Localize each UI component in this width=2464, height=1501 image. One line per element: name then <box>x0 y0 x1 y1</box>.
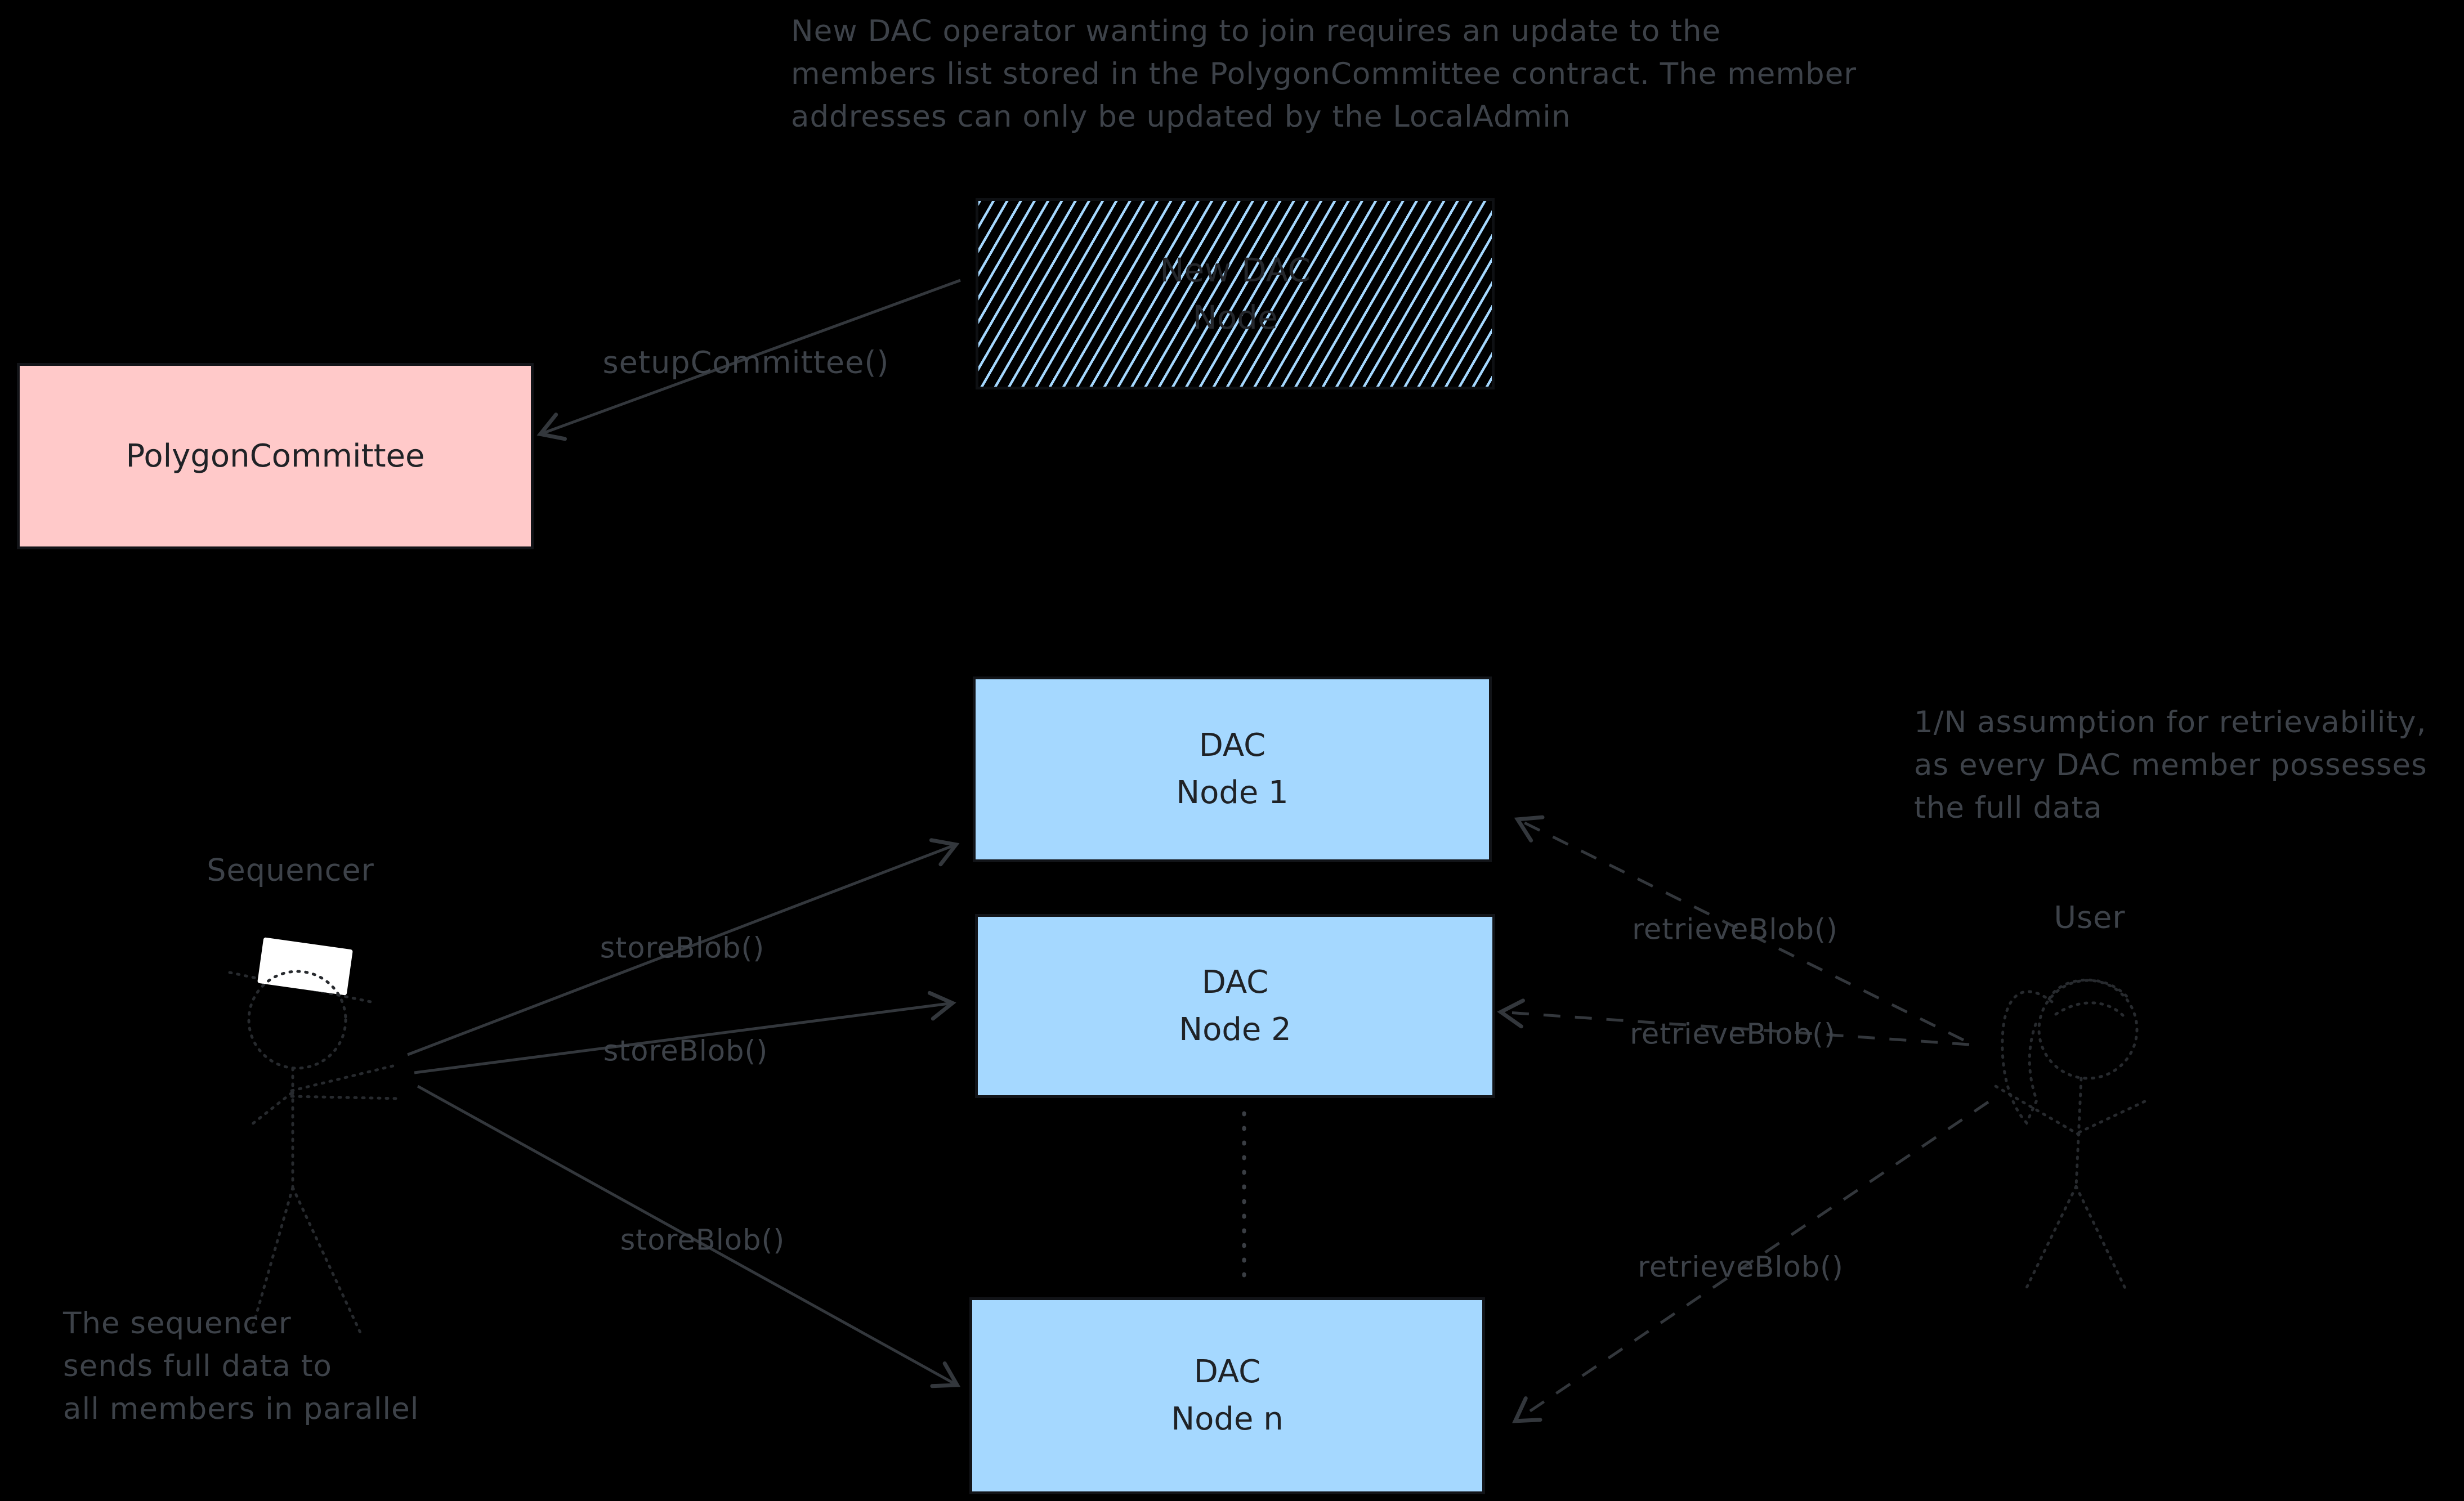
user-ponytail <box>2001 990 2054 1126</box>
retrieve-blob-label-1: retrieveBlob() <box>1632 913 1838 947</box>
retrieve-blob-arrow-1 <box>1514 815 1965 1042</box>
sequencer-hat-brim <box>228 971 378 1005</box>
polygon-committee-box: PolygonCommittee <box>17 363 534 549</box>
store-blob-label-3: storeBlob() <box>620 1224 785 1257</box>
dac-node-1-box: DAC Node 1 <box>973 676 1492 862</box>
top-note: New DAC operator wanting to join require… <box>791 14 1857 134</box>
retrieve-blob-label-3: retrieveBlob() <box>1638 1251 1844 1284</box>
retrieve-blob-label-2: retrieveBlob() <box>1630 1018 1836 1051</box>
sequencer-figure <box>228 937 403 1337</box>
retrieve-blob-arrow-2 <box>1497 998 1970 1046</box>
dac-node-n-box: DAC Node n <box>969 1297 1485 1494</box>
store-blob-arrow-2 <box>414 991 956 1074</box>
store-blob-label-2: storeBlob() <box>603 1034 768 1068</box>
sequencer-label: Sequencer <box>207 852 374 888</box>
user-head <box>2037 979 2139 1080</box>
new-dac-node-box: New DAC Node <box>976 198 1495 389</box>
store-blob-arrow-3 <box>417 1085 961 1388</box>
retrieve-blob-arrow-3 <box>1512 1100 1989 1423</box>
user-figure <box>1994 978 2148 1293</box>
store-blob-label-1: storeBlob() <box>600 931 765 965</box>
setup-committee-label: setupCommittee() <box>602 344 889 380</box>
dac-node-2-box: DAC Node 2 <box>975 914 1495 1098</box>
setup-committee-arrow <box>536 279 961 441</box>
sequencer-head <box>247 970 347 1070</box>
sequencer-note: The sequencer sends full data to all mem… <box>63 1306 419 1426</box>
retrievability-note: 1/N assumption for retrievability, as ev… <box>1914 705 2427 825</box>
user-label: User <box>2054 899 2126 935</box>
store-blob-arrow-1 <box>407 838 960 1056</box>
sequencer-hat <box>257 937 353 996</box>
user-hair <box>2047 978 2131 1001</box>
